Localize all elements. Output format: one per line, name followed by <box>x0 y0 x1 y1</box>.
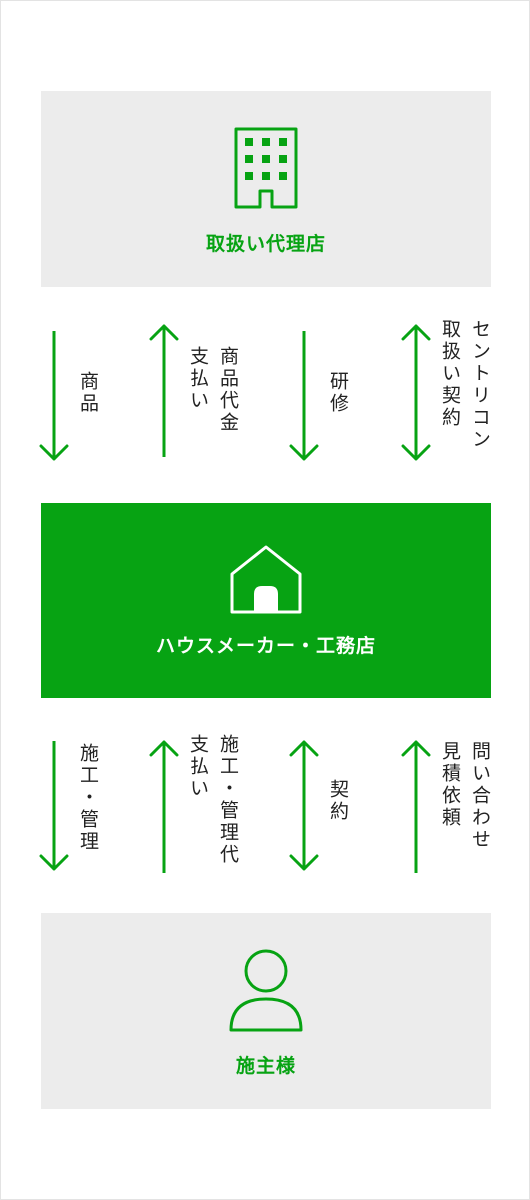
agency-box: 取扱い代理店 <box>41 91 491 287</box>
arrow-down-training <box>289 331 319 461</box>
arrow-up-inquiry <box>401 740 431 873</box>
arrow-down-products <box>39 331 69 461</box>
owner-box: 施主様 <box>41 913 491 1109</box>
flow-label-handling-contract: セントリコン 取扱い契約 <box>439 319 491 451</box>
flow-label-products: 商品 <box>77 371 99 415</box>
person-icon <box>229 949 303 1032</box>
building-icon <box>234 127 298 209</box>
house-icon <box>230 545 302 614</box>
flow-label-training: 研修 <box>327 371 349 415</box>
flow-label-construction: 施工・管理 <box>77 743 99 853</box>
flow-label-construction-payment: 施工・管理代 支払い <box>187 734 239 866</box>
arrow-both-agreement <box>289 740 319 871</box>
arrow-both-contract <box>401 324 431 461</box>
agency-label: 取扱い代理店 <box>205 233 326 255</box>
maker-box: ハウスメーカー・工務店 <box>41 503 491 698</box>
flow-label-inquiry: 問い合わせ 見積依頼 <box>439 741 491 851</box>
owner-label: 施主様 <box>235 1055 296 1077</box>
maker-label: ハウスメーカー・工務店 <box>155 635 376 657</box>
arrow-down-construction <box>39 741 69 871</box>
arrow-up-construction-payment <box>149 740 179 873</box>
flow-label-payment: 商品代金 支払い <box>187 346 239 434</box>
flow-label-agreement: 契約 <box>327 779 349 823</box>
arrow-up-payment <box>149 324 179 457</box>
